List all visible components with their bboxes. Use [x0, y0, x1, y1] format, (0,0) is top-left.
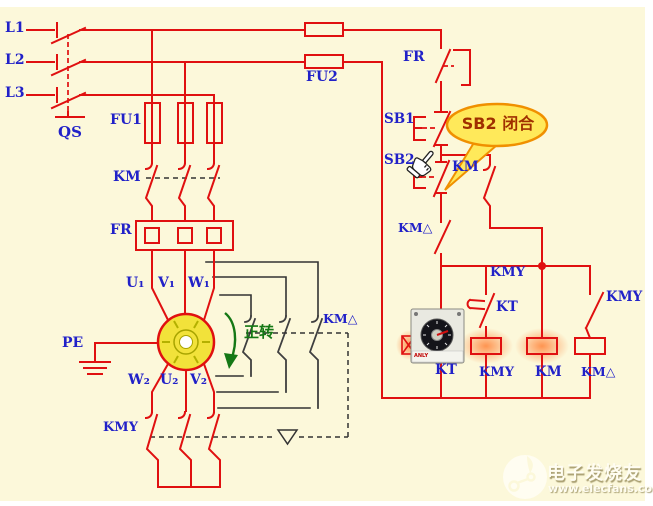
km-main-contacts: [144, 161, 221, 222]
mech-links: [146, 177, 349, 438]
watermark-url: www.elecfans.com: [548, 482, 653, 495]
callout-bubble: [444, 102, 549, 191]
km-latch-branch: [440, 154, 543, 399]
label-km-main: KM: [113, 169, 141, 185]
label-kt-contact: KT: [496, 299, 518, 315]
pe-ground: [79, 342, 159, 375]
label-fu1: FU1: [110, 112, 142, 128]
sb1-contact[interactable]: [413, 81, 452, 163]
label-fr-ctrl: FR: [403, 49, 425, 65]
label-l2: L2: [5, 52, 25, 68]
label-km-delta-contacts: KM△: [323, 311, 358, 326]
fu1-fuses: [144, 102, 223, 144]
label-qs: QS: [58, 123, 82, 141]
km-delta-main-contacts: [241, 315, 324, 409]
kmy-main-contacts: [144, 410, 221, 488]
label-forward-rotation: 正转: [244, 323, 275, 341]
motor-feeders: [151, 249, 215, 413]
junction-dot: [538, 262, 546, 270]
star-link-triangle-icon: [276, 429, 299, 446]
label-u1: U₁: [126, 275, 145, 291]
km-delta-coil: [574, 337, 606, 355]
watermark-brand: 电子发烧友: [547, 463, 642, 484]
label-sb2: SB2: [384, 152, 415, 168]
elecfans-logo-icon: [503, 455, 547, 499]
fr-control-contact: [434, 48, 471, 86]
label-km-delta-coil: KM△: [581, 364, 616, 379]
label-w2: W₂: [128, 372, 150, 388]
motor: [156, 312, 216, 372]
label-kmy-right: KMY: [606, 289, 643, 305]
label-u2: U₂: [160, 372, 179, 388]
label-v2: V₂: [190, 372, 207, 388]
label-km-latch: KM: [452, 159, 479, 175]
diagram-background: [0, 7, 645, 501]
label-kmy-main: KMY: [103, 420, 138, 435]
label-km-coil: KM: [535, 364, 562, 380]
delta-wiring: [205, 261, 319, 409]
time-relay-device: [410, 308, 465, 364]
label-fu2: FU2: [306, 69, 338, 85]
hand-cursor-icon: [406, 150, 434, 179]
rotation-arrow-icon: [224, 312, 238, 369]
label-kt-device: KT: [435, 362, 457, 378]
km-coil: [526, 337, 558, 355]
kt-delayed-contact: [466, 265, 496, 399]
label-sb1: SB1: [384, 111, 415, 127]
label-pe: PE: [62, 335, 84, 351]
label-fr-main: FR: [110, 222, 132, 238]
fr-heater-block: [135, 220, 234, 251]
fu2-fuses: [304, 22, 344, 69]
bubble-text: SB2 闭合: [461, 114, 535, 133]
label-l3: L3: [5, 85, 25, 101]
label-l1: L1: [5, 20, 25, 36]
label-kmy-coil: KMY: [479, 365, 514, 380]
kmy-no-contact-right: [584, 265, 605, 399]
kmy-coil: [470, 337, 502, 355]
label-w1: W₁: [188, 275, 210, 291]
label-v1: V₁: [158, 275, 175, 291]
timer-brand: ANLY: [414, 353, 429, 359]
label-kmy-top: KMY: [490, 265, 525, 280]
label-km-delta-nc: KM△: [398, 220, 433, 235]
